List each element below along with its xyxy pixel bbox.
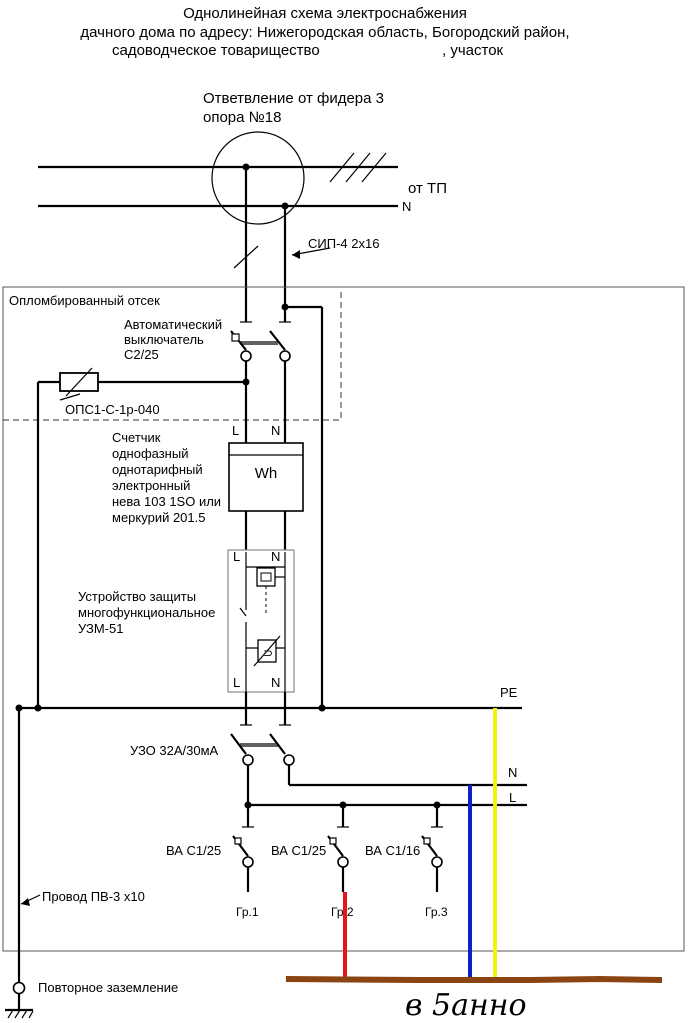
uzm-box (227, 549, 295, 693)
sealed-compartment-border (3, 289, 342, 421)
rcd-label: УЗО 32А/30мА (130, 743, 219, 758)
bus-l-label: L (509, 790, 516, 805)
from-tp-label: от ТП (408, 180, 447, 197)
feeder-label-1: Ответвление от фидера 3 (203, 90, 384, 107)
overhead-n-label: N (402, 199, 411, 214)
group-3-breaker-label: ВА С1/16 (365, 843, 420, 858)
pe-dot-pen (318, 704, 326, 712)
three-phase-ticks (329, 152, 387, 183)
group-2-name: Гр.2 (331, 905, 354, 919)
re-grounding-label: Повторное заземление (38, 980, 178, 995)
pe-dot-arrester (34, 704, 42, 712)
group-breaker-3 (421, 805, 443, 892)
uzm-label-3: УЗМ-51 (78, 621, 123, 636)
cable-tick (233, 245, 259, 269)
arrester-label-leader (59, 393, 81, 401)
handwritten-note: в 5анно (405, 988, 527, 1023)
title-line-3-suffix: , участок (442, 42, 504, 59)
title-line-3: садоводческое товарищество (112, 42, 320, 59)
meter-label-2: однофазный (112, 446, 188, 461)
group-3-name: Гр.3 (425, 905, 448, 919)
cable-arrow (292, 250, 300, 259)
main-breaker-label-3: С2/25 (124, 347, 159, 362)
main-breaker-label-2: выключатель (124, 332, 204, 347)
meter-box (228, 442, 304, 512)
uzm-l-bottom: L (233, 675, 240, 690)
meter-label-3: однотарифный (112, 462, 203, 477)
uzm-label-2: многофункциональное (78, 605, 215, 620)
group-1-name: Гр.1 (236, 905, 259, 919)
surge-arrester-label: ОПС1-С-1р-040 (65, 402, 160, 417)
surge-arrester-slash (65, 367, 93, 397)
brown-bath-line (285, 975, 663, 983)
ground-wire-label: Провод ПВ-3 х10 (42, 889, 145, 904)
svg-text:⊃: ⊃ (263, 646, 273, 660)
meter-symbol: Wh (255, 465, 278, 482)
ground-wire-arrow (21, 898, 30, 906)
uzm-n-bottom: N (271, 675, 280, 690)
bus-n-label: N (508, 765, 517, 780)
ground-hatch (7, 1009, 34, 1019)
uzm-label-1: Устройство защиты (78, 589, 196, 604)
meter-label-6: меркурий 201.5 (112, 510, 205, 525)
group-breaker-2 (327, 805, 349, 892)
group-2-breaker-label: ВА С1/25 (271, 843, 326, 858)
cable-label: СИП-4 2х16 (308, 236, 379, 251)
group-1-breaker-label: ВА С1/25 (166, 843, 221, 858)
meter-n-label: N (271, 423, 280, 438)
title-line-2: дачного дома по адресу: Нижегородская об… (80, 24, 569, 41)
feeder-label-2: опора №18 (203, 109, 281, 126)
meter-l-label: L (232, 423, 239, 438)
uzm-l-top: L (233, 549, 240, 564)
uzm-n-top: N (271, 549, 280, 564)
sealed-compartment-label: Опломбированный отсек (9, 293, 160, 308)
rcd-switch (230, 724, 295, 766)
uzm-internals: ⊃ (239, 552, 286, 692)
meter-label-1: Счетчик (112, 430, 161, 445)
meter-label-4: электронный (112, 478, 190, 493)
title-line-1: Однолинейная схема электроснабжения (183, 5, 467, 22)
ground-terminal (12, 981, 26, 995)
pole-circle (211, 131, 305, 225)
main-breaker (230, 321, 291, 362)
group-breaker-1 (232, 805, 254, 892)
meter-label-5: нева 103 1SO или (112, 494, 221, 509)
pe-label: PE (500, 685, 518, 700)
main-breaker-label-1: Автоматический (124, 317, 222, 332)
